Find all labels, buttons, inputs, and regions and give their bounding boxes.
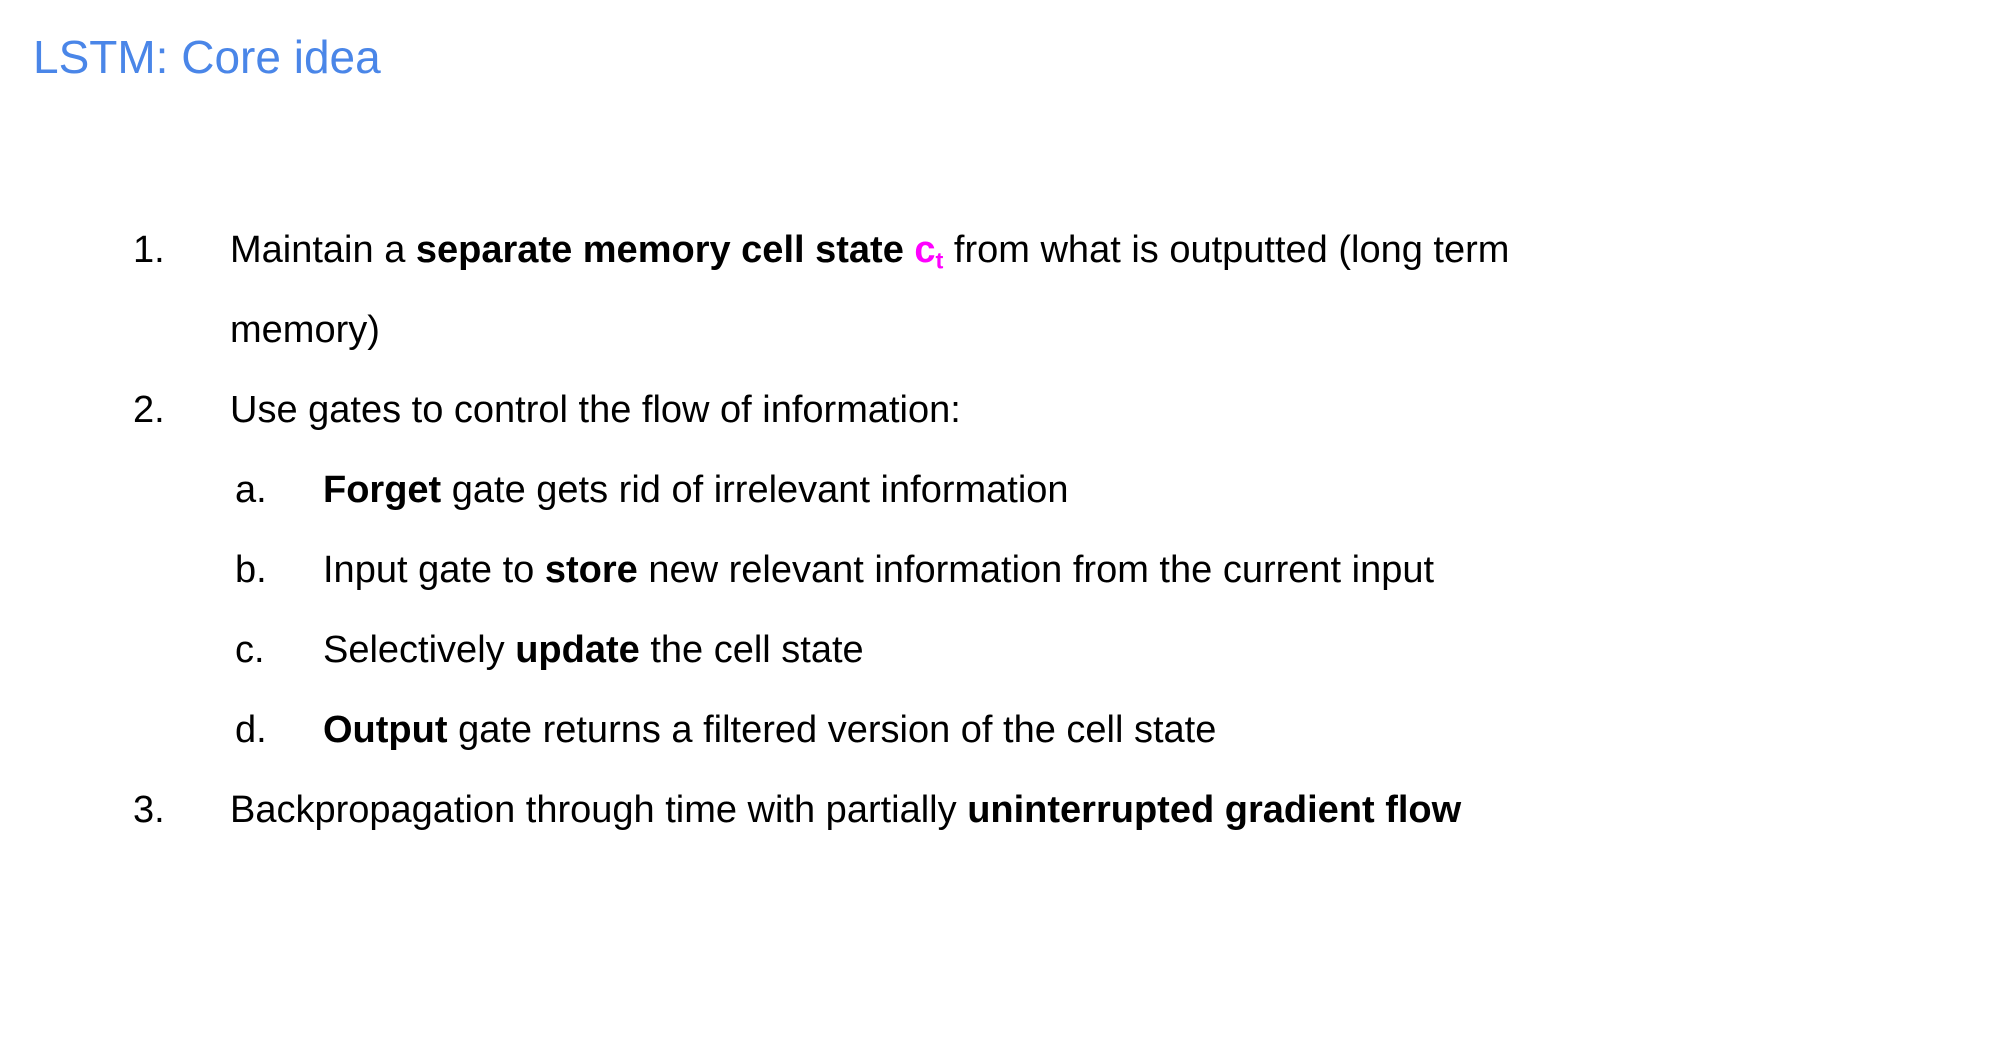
text-run: memory) [230,309,380,351]
list-item-text: Forget gate gets rid of irrelevant infor… [323,450,2000,530]
list-item-text: Use gates to control the flow of informa… [230,370,2000,450]
text-run-bold: store [544,549,638,591]
slide-title: LSTM: Core idea [33,31,381,83]
cell-state-symbol: c [914,229,936,271]
list-item-2c: c. Selectively update the cell state [0,610,2000,690]
text-run: Use gates to control the flow of informa… [230,389,961,431]
list-item-text: Selectively update the cell state [323,610,2000,690]
list-marker: d. [235,709,267,751]
list-item-text: Output gate returns a filtered version o… [323,690,2000,770]
text-run: new relevant information from the curren… [637,549,1435,591]
text-run: Maintain a [230,229,416,271]
list-item-2: 2. Use gates to control the flow of info… [0,370,2000,450]
list-item-text: Maintain a separate memory cell state ct… [230,210,2000,370]
list-item-text: Backpropagation through time with partia… [230,770,2000,850]
text-run-bold: separate memory cell state [415,229,915,271]
text-run-bold: Output [323,709,448,751]
list-marker: 2. [133,389,165,431]
list-item-text: Input gate to store new relevant informa… [323,530,2000,610]
list-marker: 3. [133,789,165,831]
list-item-2d: d. Output gate returns a filtered versio… [0,690,2000,770]
text-run-bold: Forget [323,469,442,511]
list-marker: b. [235,549,267,591]
text-run: Selectively [323,629,516,671]
text-run-bold: uninterrupted gradient flow [967,789,1462,831]
text-run-bold: update [515,629,640,671]
list-marker: a. [235,469,267,511]
text-run: Backpropagation through time with partia… [230,789,968,831]
cell-state-subscript: t [935,247,944,274]
text-run: gate returns a filtered version of the c… [447,709,1217,751]
text-run: from what is outputted (long term [943,229,1510,271]
text-run: the cell state [639,629,864,671]
text-run: Input gate to [323,549,545,591]
list-marker: c. [235,629,265,671]
text-run: gate gets rid of irrelevant information [441,469,1069,511]
core-idea-list: 1. Maintain a separate memory cell state… [0,210,2000,850]
list-item-2b: b. Input gate to store new relevant info… [0,530,2000,610]
list-item-2a: a. Forget gate gets rid of irrelevant in… [0,450,2000,530]
list-marker: 1. [133,229,165,271]
list-item-3: 3. Backpropagation through time with par… [0,770,2000,850]
list-item-1: 1. Maintain a separate memory cell state… [0,210,2000,370]
